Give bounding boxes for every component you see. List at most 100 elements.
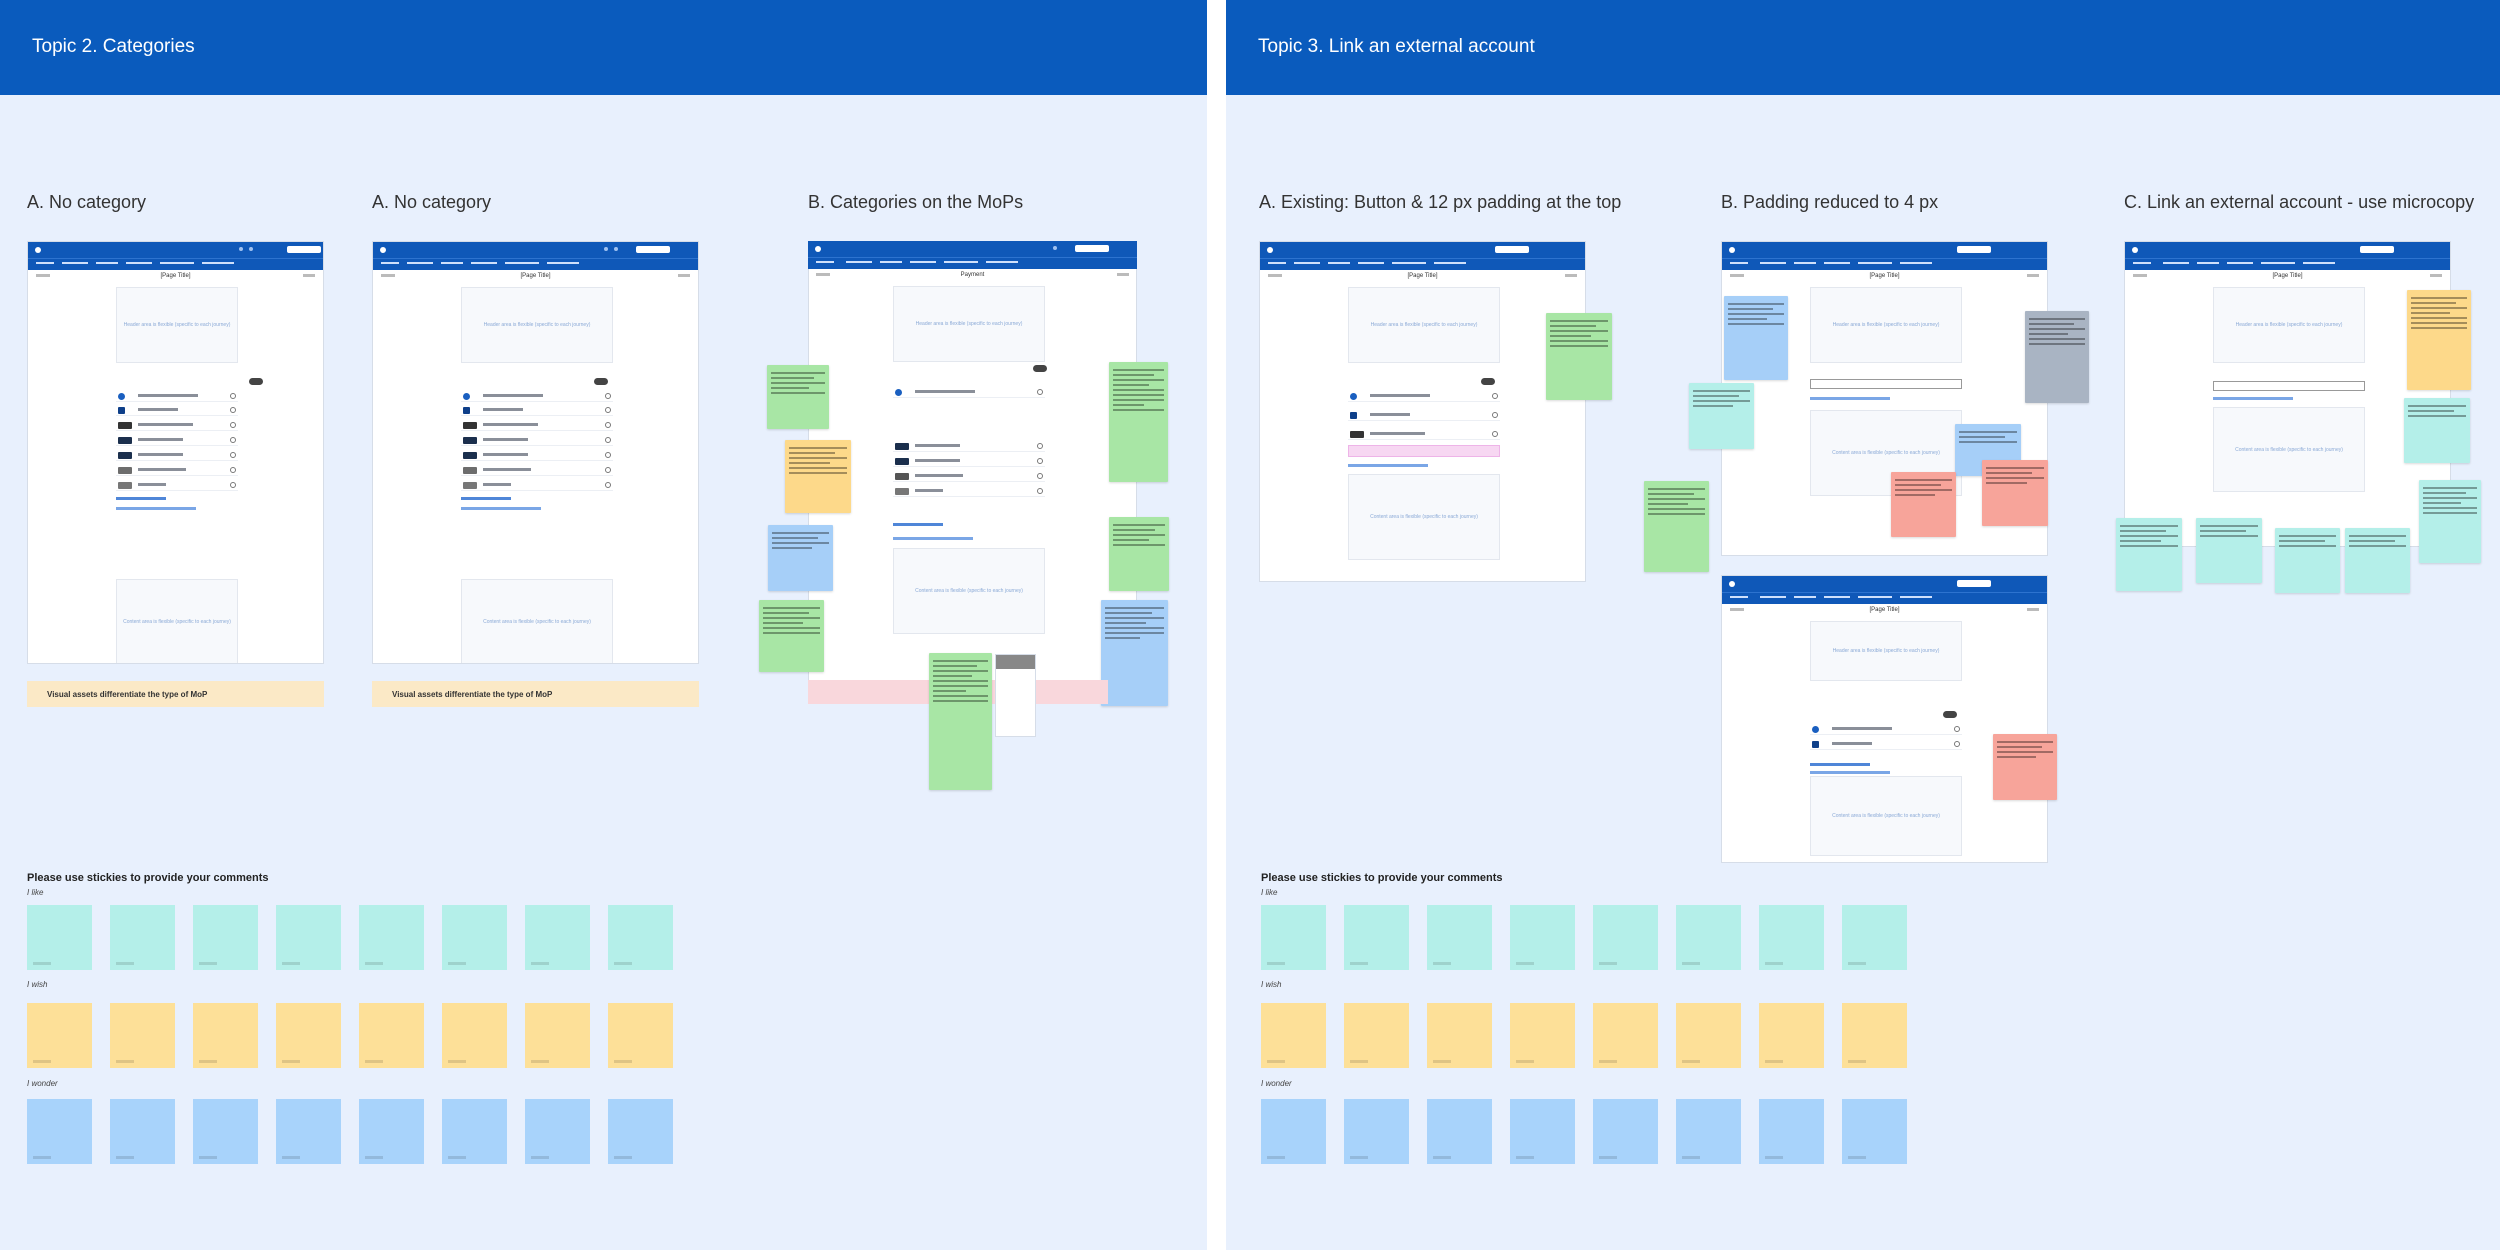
header-area-placeholder: Header area is flexible (specific to eac… [2213,287,2365,363]
sticky-note[interactable] [2404,398,2470,463]
mockup-frame-no-category[interactable]: [Page Title] Header area is flexible (sp… [27,241,324,664]
sticky-wish[interactable] [276,1003,341,1068]
sticky-wonder[interactable] [193,1099,258,1164]
sticky-wish[interactable] [193,1003,258,1068]
sticky-wish[interactable] [1427,1003,1492,1068]
sticky-note[interactable] [767,365,829,429]
sticky-wish[interactable] [359,1003,424,1068]
sticky-wonder[interactable] [608,1099,673,1164]
sticky-like[interactable] [193,905,258,970]
sticky-wonder[interactable] [1261,1099,1326,1164]
sticky-wish[interactable] [608,1003,673,1068]
mockup-frame-categories[interactable]: Payment Header area is flexible (specifi… [808,241,1137,691]
sticky-wish[interactable] [27,1003,92,1068]
sticky-note[interactable] [1101,600,1168,706]
sticky-wonder[interactable] [1344,1099,1409,1164]
tab [1760,596,1786,598]
content-area-placeholder: Content area is flexible (specific to ea… [893,548,1045,634]
sticky-wish[interactable] [1593,1003,1658,1068]
sticky-note[interactable] [2407,290,2471,390]
sticky-wish[interactable] [442,1003,507,1068]
tab [1900,596,1932,598]
tab [2261,262,2295,264]
sticky-note[interactable] [2025,311,2089,403]
mockup-frame-no-category[interactable]: [Page Title] Header area is flexible (sp… [372,241,699,664]
sticky-wish[interactable] [110,1003,175,1068]
sticky-wonder[interactable] [442,1099,507,1164]
mockup-frame-existing[interactable]: [Page Title] Header area is flexible (sp… [1259,241,1586,582]
sticky-like[interactable] [442,905,507,970]
sticky-like[interactable] [1510,905,1575,970]
sticky-wonder[interactable] [525,1099,590,1164]
sticky-like[interactable] [525,905,590,970]
sign-out-button [1075,245,1109,252]
sticky-note[interactable] [1724,296,1788,380]
sticky-wonder[interactable] [359,1099,424,1164]
sticky-wish[interactable] [1842,1003,1907,1068]
topic-title: Topic 2. Categories [32,36,195,57]
sticky-note[interactable] [768,525,833,591]
comments-heading: Please use stickies to provide your comm… [27,872,269,884]
sticky-like[interactable] [110,905,175,970]
sticky-wonder[interactable] [110,1099,175,1164]
mockup-frame-padding-4px-alt[interactable]: [Page Title] Header area is flexible (sp… [1721,575,2048,863]
sticky-note[interactable] [1982,460,2048,526]
sticky-wonder[interactable] [276,1099,341,1164]
sticky-wonder[interactable] [1510,1099,1575,1164]
sticky-note[interactable] [1891,472,1956,537]
sticky-like[interactable] [27,905,92,970]
tab [1794,262,1816,264]
sticky-like[interactable] [1427,905,1492,970]
sticky-wish[interactable] [1344,1003,1409,1068]
tab [1434,262,1466,264]
logo-icon [1729,247,1735,253]
sticky-wonder[interactable] [1676,1099,1741,1164]
tab [160,262,194,264]
tab [62,262,88,264]
sticky-like[interactable] [608,905,673,970]
sticky-wonder[interactable] [1842,1099,1907,1164]
sticky-note[interactable] [1109,517,1169,591]
sticky-wish[interactable] [1261,1003,1326,1068]
sticky-wonder[interactable] [27,1099,92,1164]
mockup-frame-microcopy[interactable]: [Page Title] Header area is flexible (sp… [2124,241,2451,547]
sticky-note[interactable] [1993,734,2057,800]
sticky-note[interactable] [759,600,824,672]
sticky-wish[interactable] [1510,1003,1575,1068]
sticky-note[interactable] [2419,480,2481,563]
sticky-wish[interactable] [525,1003,590,1068]
sticky-note[interactable] [785,440,851,513]
sticky-wish[interactable] [1759,1003,1824,1068]
sticky-note[interactable] [1644,481,1709,572]
sticky-like[interactable] [1344,905,1409,970]
sticky-like[interactable] [1676,905,1741,970]
back-link [1730,608,1744,611]
sticky-like[interactable] [359,905,424,970]
sticky-note[interactable] [2196,518,2262,583]
logo-icon [815,246,821,252]
sticky-note[interactable] [1109,362,1168,482]
sticky-note[interactable] [1689,383,1754,449]
sticky-note[interactable] [929,653,992,790]
tab [1824,596,1850,598]
tab [2197,262,2219,264]
sticky-wonder[interactable] [1593,1099,1658,1164]
sticky-like[interactable] [1759,905,1824,970]
sticky-like[interactable] [1593,905,1658,970]
bell-icon [249,247,253,251]
back-link [2133,274,2147,277]
mockup-frame-padding-4px[interactable]: [Page Title] Header area is flexible (sp… [1721,241,2048,556]
list-item [893,456,1045,467]
sticky-like[interactable] [276,905,341,970]
sticky-note[interactable] [2275,528,2340,593]
sticky-wonder[interactable] [1759,1099,1824,1164]
sticky-like[interactable] [1842,905,1907,970]
sticky-like[interactable] [1261,905,1326,970]
sticky-note[interactable] [1546,313,1612,400]
list-item [1348,429,1500,440]
sticky-wonder[interactable] [1427,1099,1492,1164]
sticky-wish[interactable] [1676,1003,1741,1068]
sticky-note[interactable] [2116,518,2182,591]
mockup-top-nav [1722,576,2047,592]
sticky-note[interactable] [2345,528,2410,593]
